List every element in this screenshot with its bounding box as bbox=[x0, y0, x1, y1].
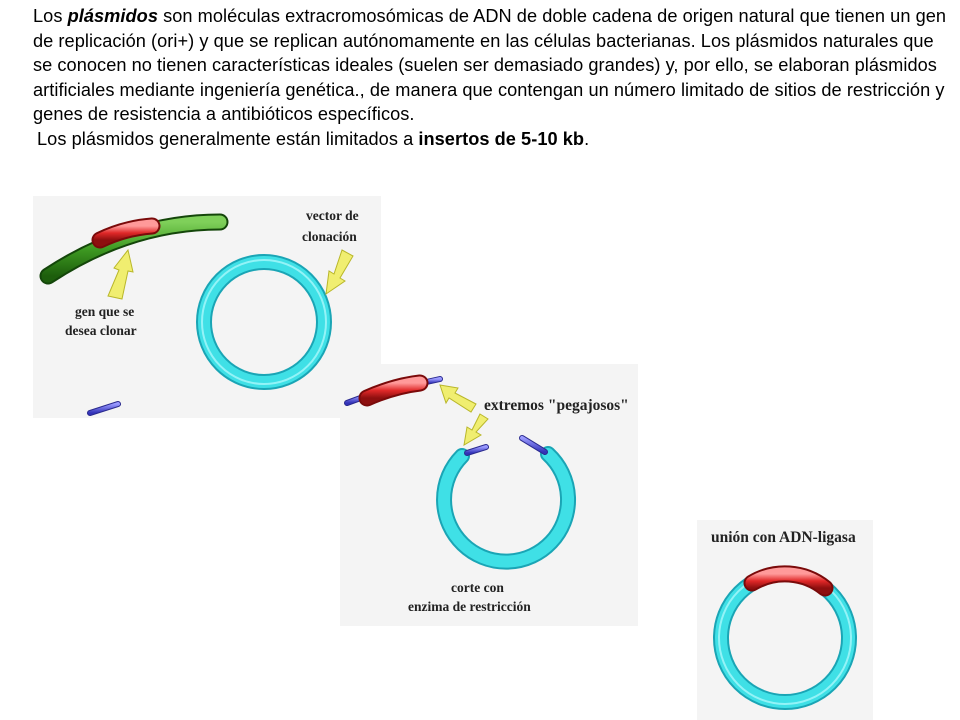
term-plasmidos: plásmidos bbox=[67, 6, 158, 26]
cut-gene-with-sticky-ends bbox=[344, 374, 443, 407]
intro-p1-a: Los bbox=[33, 6, 68, 26]
arrow-to-gene bbox=[107, 248, 134, 300]
label-sticky-ends: extremos "pegajosos" bbox=[484, 397, 629, 414]
label-vector-line-2: clonación bbox=[302, 229, 357, 244]
label-vector-line-1: vector de bbox=[306, 208, 359, 223]
intro-p2-b: . bbox=[584, 128, 590, 149]
label-ligase: unión con ADN-ligasa bbox=[711, 529, 856, 546]
intro-paragraph-1: Los plásmidos son moléculas extracromosó… bbox=[33, 4, 948, 127]
label-gene-line-2: desea clonar bbox=[65, 323, 137, 338]
recombinant-plasmid bbox=[713, 565, 857, 710]
intro-paragraph-2: Los plásmidos generalmente están limitad… bbox=[33, 127, 948, 152]
insert-size: insertos de 5-10 kb bbox=[418, 128, 585, 149]
intro-p2-a: Los plásmidos generalmente están limitad… bbox=[37, 128, 419, 149]
sticky-end-fragment bbox=[87, 401, 121, 416]
label-cut-line-2: enzima de restricción bbox=[408, 599, 531, 614]
arrow-to-vector bbox=[325, 249, 354, 296]
intro-text: Los plásmidos son moléculas extracromosó… bbox=[33, 4, 948, 151]
label-cut-line-1: corte con bbox=[451, 580, 504, 595]
plasmid-vector bbox=[196, 254, 332, 390]
gene-insert bbox=[91, 217, 161, 249]
intro-p1-b: son moléculas extracromosómicas de ADN d… bbox=[33, 6, 947, 124]
label-gene-line-1: gen que se bbox=[75, 304, 134, 319]
arrow-to-sticky-ends bbox=[439, 384, 477, 413]
opened-plasmid bbox=[436, 435, 577, 570]
arrow-to-cut-ends bbox=[463, 413, 489, 446]
panel-step-2 bbox=[340, 364, 638, 626]
